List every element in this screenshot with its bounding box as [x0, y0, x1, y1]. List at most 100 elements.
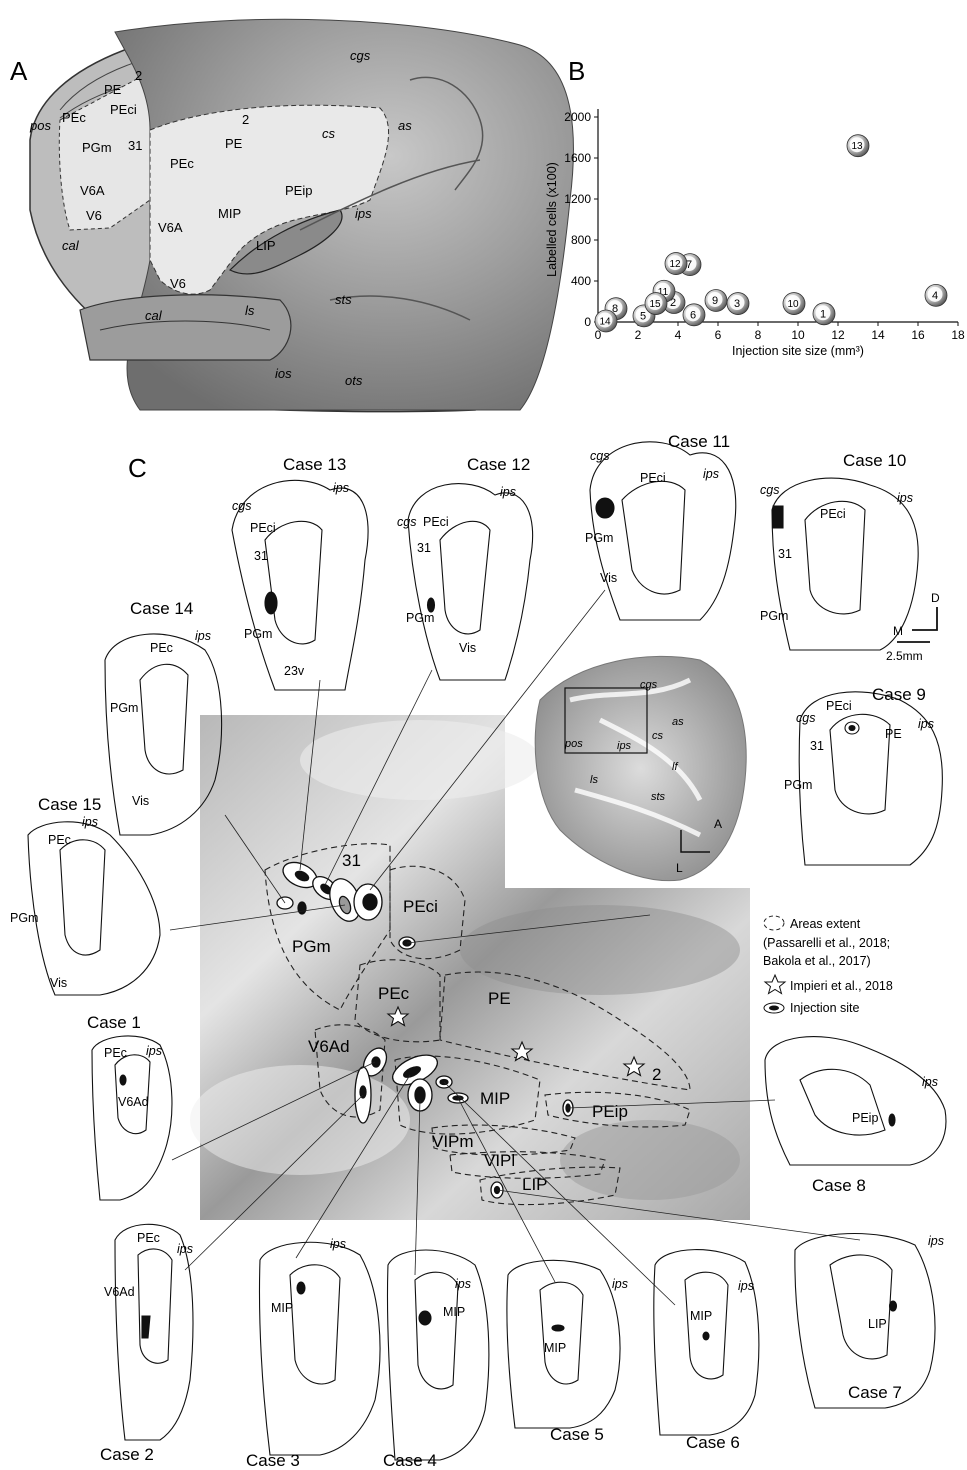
- label-31: 31: [128, 138, 142, 153]
- legend: Areas extent (Passarelli et al., 2018; B…: [763, 916, 893, 1015]
- inset-dir-l: L: [676, 861, 683, 875]
- x-tick-label: 10: [791, 328, 805, 342]
- inset-pos: pos: [564, 738, 583, 750]
- c7-lip: LIP: [868, 1317, 887, 1331]
- section-case-15: [28, 822, 160, 995]
- case-9-title: Case 9: [872, 685, 926, 704]
- case-3-title: Case 3: [246, 1451, 300, 1470]
- c3-ips: ips: [330, 1237, 346, 1251]
- legend-injection-core: [769, 1006, 779, 1011]
- label-cs: cs: [322, 126, 336, 141]
- label-pgm: PGm: [82, 140, 112, 155]
- section-2-injection: [142, 1316, 150, 1338]
- inset-lf: lf: [672, 761, 678, 773]
- c14-ips: ips: [195, 629, 211, 643]
- section-12-injection: [428, 598, 435, 612]
- c12-31: 31: [417, 541, 431, 555]
- x-axis-label: Injection site size (mm³): [732, 344, 864, 358]
- c4-mip: MIP: [443, 1305, 465, 1319]
- label-cgs: cgs: [350, 48, 371, 63]
- data-label-9: 9: [712, 295, 718, 307]
- inset-dir-a: A: [714, 817, 722, 831]
- label-sts: sts: [335, 292, 352, 307]
- inset-ls: ls: [590, 774, 598, 786]
- c13-31: 31: [254, 549, 268, 563]
- case-8-title: Case 8: [812, 1176, 866, 1195]
- inset-ips: ips: [617, 740, 632, 752]
- label-mip: MIP: [218, 206, 241, 221]
- inset-flatmap: cgs as pos ips cs lf ls sts A L: [535, 656, 746, 880]
- flat-label-pgm: PGm: [292, 937, 331, 956]
- label-lip: LIP: [256, 238, 276, 253]
- c6-ips: ips: [738, 1279, 754, 1293]
- label-as: as: [398, 118, 412, 133]
- c9-31: 31: [810, 739, 824, 753]
- c14-pgm: PGm: [110, 701, 138, 715]
- case-1-title: Case 1: [87, 1013, 141, 1032]
- inset-sts: sts: [651, 791, 666, 803]
- y-tick-label: 800: [571, 233, 591, 247]
- c13-pgm: PGm: [244, 627, 272, 641]
- data-label-14: 14: [599, 316, 611, 327]
- flat-label-31: 31: [342, 851, 361, 870]
- panel-label-c: C: [128, 453, 147, 483]
- label-pe: PE: [225, 136, 243, 151]
- x-tick-label: 2: [635, 328, 642, 342]
- label-v6a-left: V6A: [80, 183, 105, 198]
- c1-ips: ips: [146, 1044, 162, 1058]
- c10-peci: PEci: [820, 507, 846, 521]
- c3-mip: MIP: [271, 1301, 293, 1315]
- case-10-title: Case 10: [843, 451, 906, 470]
- flat-label-v6ad: V6Ad: [308, 1037, 350, 1056]
- x-tick-label: 18: [951, 328, 965, 342]
- c13-peci: PEci: [250, 521, 276, 535]
- c13-23v: 23v: [284, 664, 305, 678]
- case-14-title: Case 14: [130, 599, 193, 618]
- c9-ips: ips: [918, 717, 934, 731]
- c11-vis: Vis: [600, 571, 617, 585]
- c13-cgs: cgs: [232, 499, 251, 513]
- section-6-injection: [703, 1332, 709, 1340]
- c12-vis: Vis: [459, 641, 476, 655]
- flat-map-highlight: [300, 720, 540, 800]
- case-2-title: Case 2: [100, 1445, 154, 1464]
- label-pec-left: PEc: [62, 110, 86, 125]
- section-11-injection: [596, 498, 614, 518]
- inset-as: as: [672, 716, 684, 728]
- case-15-title: Case 15: [38, 795, 101, 814]
- c11-ips: ips: [703, 467, 719, 481]
- case-12-title: Case 12: [467, 455, 530, 474]
- case-4-title: Case 4: [383, 1451, 437, 1470]
- c9-pe: PE: [885, 727, 902, 741]
- scale-bar: D M 2.5mm: [886, 591, 940, 663]
- section-case-8: [765, 1037, 946, 1165]
- data-label-12: 12: [669, 259, 681, 270]
- section-case-6: [654, 1250, 759, 1435]
- y-tick-label: 0: [584, 315, 591, 329]
- label-pec: PEc: [170, 156, 194, 171]
- label-pos: pos: [29, 118, 51, 133]
- label-cal-left: cal: [62, 238, 80, 253]
- inset-cgs: cgs: [640, 679, 658, 691]
- flat-label-peip: PEip: [592, 1102, 628, 1121]
- y-axis-label: Labelled cells (x100): [545, 162, 559, 277]
- x-tick-label: 12: [831, 328, 845, 342]
- c11-pgm: PGm: [585, 531, 613, 545]
- legend-areas-3: Bakola et al., 2017): [763, 954, 871, 968]
- c9-cgs: cgs: [796, 711, 815, 725]
- flat-label-vipl: VIPl: [484, 1151, 515, 1170]
- data-label-5: 5: [640, 310, 646, 322]
- injection-core-11: [363, 894, 377, 910]
- flat-label-vipm: VIPm: [432, 1132, 474, 1151]
- inset-cs: cs: [652, 730, 664, 742]
- c5-mip: MIP: [544, 1341, 566, 1355]
- data-label-10: 10: [787, 299, 799, 310]
- c4-ips: ips: [455, 1277, 471, 1291]
- section-7-injection: [890, 1301, 897, 1311]
- x-tick-label: 16: [911, 328, 925, 342]
- case-6-title: Case 6: [686, 1433, 740, 1452]
- label-peip: PEip: [285, 183, 312, 198]
- section-case-4: [387, 1250, 488, 1460]
- section-4-injection: [419, 1311, 431, 1325]
- section-case-2: [115, 1224, 193, 1440]
